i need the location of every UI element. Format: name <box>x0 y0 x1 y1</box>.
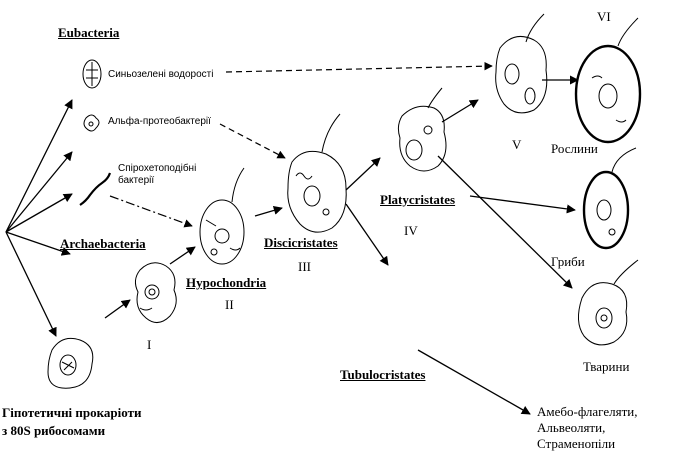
root-label-line2: з 80S рибосомами <box>2 423 106 438</box>
fungi-label: Гриби <box>551 254 585 269</box>
cell-stage-i-icon <box>134 262 177 323</box>
alphaproteobacteria-icon <box>83 114 100 132</box>
cell-stage-v-icon <box>495 13 548 114</box>
spirochete-label-line1: Спірохетоподібні <box>118 163 197 174</box>
fungi-cell-icon <box>582 147 637 250</box>
endosymbiosis-arrows <box>109 61 493 228</box>
lineage-arrows <box>104 75 579 415</box>
stage-i-label: I <box>147 337 152 352</box>
alphaproteobacteria-label: Альфа-протеобактерії <box>108 116 211 127</box>
stage-vi-label: VI <box>597 9 611 24</box>
hypochondria-label: Hypochondria <box>186 275 267 290</box>
spirochete-icon <box>79 172 112 206</box>
root-branch-arrows <box>5 99 73 337</box>
stage-ii-label: II <box>225 297 234 312</box>
cell-stage-iii-icon <box>287 113 347 233</box>
eubacteria-label: Eubacteria <box>58 25 120 40</box>
spirochete-label-line2: бактерії <box>118 175 155 186</box>
cell-stage-iv-icon <box>397 87 447 172</box>
animals-label: Тварини <box>583 359 630 374</box>
protists-label-line2: Альвеоляти, <box>537 420 606 435</box>
animal-cell-icon <box>578 259 639 346</box>
stage-v-label: V <box>512 137 522 152</box>
tubulocristates-label: Tubulocristates <box>340 367 426 382</box>
stage-iv-label: IV <box>404 223 418 238</box>
root-cell-icon <box>47 337 94 389</box>
stage-iii-label: III <box>298 259 311 274</box>
protists-label-line3: Страменопіли <box>537 436 616 451</box>
cell-stage-ii-icon <box>199 167 245 265</box>
protists-label-line1: Амебо-флагеляти, <box>537 404 638 419</box>
plant-cell-icon <box>574 17 642 144</box>
cyanobacteria-label: Синьозелені водорості <box>108 69 214 80</box>
archaebacteria-label: Archaebacteria <box>60 236 146 251</box>
root-label-line1: Гіпотетичні прокаріоти <box>2 405 142 420</box>
discicristates-label: Discicristates <box>264 235 338 250</box>
plants-label: Рослини <box>551 141 598 156</box>
cyanobacteria-icon <box>82 59 102 89</box>
platycristates-label: Platycristates <box>380 192 456 207</box>
